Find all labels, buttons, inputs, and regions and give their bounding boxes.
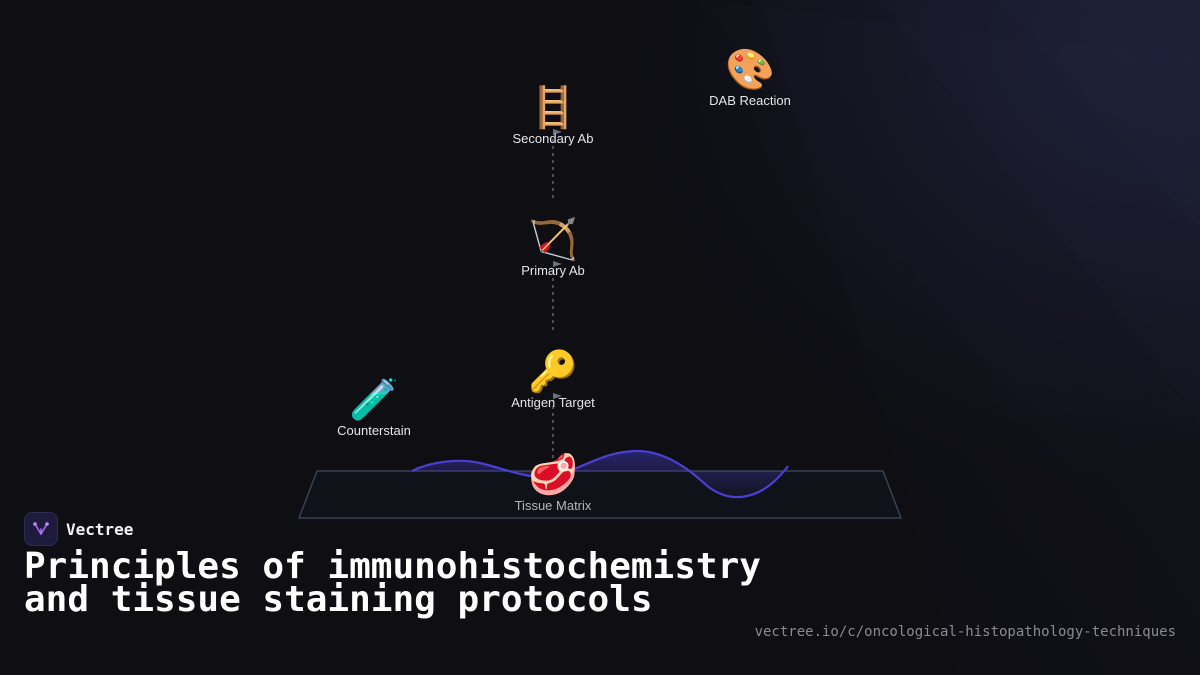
- node-primary-ab: 🏹 Primary Ab: [473, 217, 633, 278]
- node-antigen-target: 🔑 Antigen Target: [473, 349, 633, 410]
- key-icon: 🔑: [528, 349, 578, 395]
- connector-antigen-primary: [552, 261, 562, 330]
- brand[interactable]: Vectree: [24, 512, 133, 546]
- vectree-logo-icon: [24, 512, 58, 546]
- node-label: Antigen Target: [511, 395, 595, 410]
- node-label: Primary Ab: [521, 263, 585, 278]
- node-tissue-matrix: 🥩 Tissue Matrix: [473, 452, 633, 513]
- node-label: Counterstain: [337, 423, 411, 438]
- palette-icon: 🎨: [725, 47, 775, 93]
- page-title: Principles of immunohistochemistry and t…: [24, 546, 761, 620]
- connector-primary-secondary: [552, 129, 562, 198]
- source-url[interactable]: vectree.io/c/oncological-histopathology-…: [754, 624, 1176, 640]
- ladder-icon: 🪜: [528, 85, 578, 131]
- connector-tissue-antigen: [552, 393, 562, 458]
- signal-wave: [411, 449, 789, 499]
- test-tube-icon: 🧪: [349, 377, 399, 423]
- bow-and-arrow-icon: 🏹: [528, 217, 578, 263]
- node-secondary-ab: 🪜 Secondary Ab: [473, 85, 633, 146]
- node-counterstain: 🧪 Counterstain: [294, 377, 454, 438]
- node-dab-reaction: 🎨 DAB Reaction: [670, 47, 830, 108]
- node-label: Secondary Ab: [512, 131, 594, 146]
- node-label: Tissue Matrix: [514, 498, 592, 513]
- brand-name: Vectree: [66, 519, 134, 539]
- meat-icon: 🥩: [528, 452, 578, 498]
- node-label: DAB Reaction: [709, 93, 791, 108]
